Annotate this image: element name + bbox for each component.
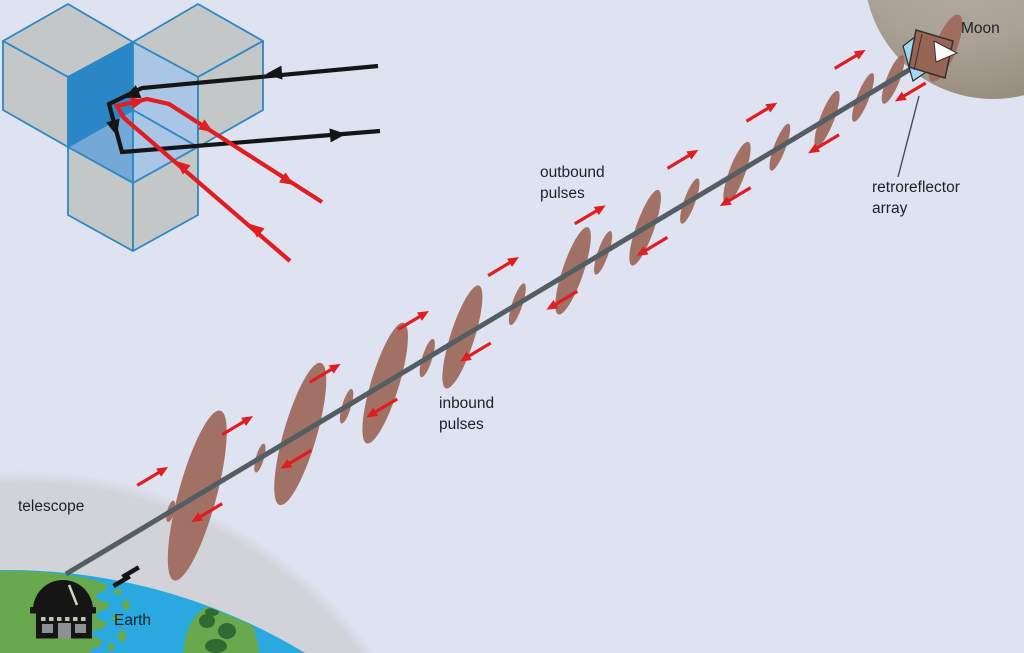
inbound-arrow-shaft bbox=[467, 341, 492, 358]
outbound-arrow bbox=[221, 416, 254, 437]
outbound-arrow bbox=[136, 466, 169, 487]
inbound-arrow-head bbox=[719, 196, 732, 207]
outbound-arrow-head bbox=[156, 466, 169, 477]
label-inbound-pulses: inbound pulses bbox=[439, 395, 495, 433]
forest-patch bbox=[218, 623, 236, 639]
inbound-arrow-shaft bbox=[554, 289, 579, 306]
inbound-arrow-shaft bbox=[374, 397, 399, 414]
island bbox=[113, 614, 119, 622]
inbound-arrow-shaft bbox=[815, 133, 840, 150]
island bbox=[114, 589, 122, 595]
outbound-arrow-head bbox=[507, 257, 520, 267]
inbound-arrow-shaft bbox=[902, 81, 927, 98]
outbound-arrow-shaft bbox=[573, 209, 598, 226]
outbound-arrow-head bbox=[686, 149, 699, 160]
corner-cube-bottom bbox=[67, 109, 199, 252]
building-door bbox=[58, 623, 71, 639]
label-moon: Moon bbox=[961, 20, 1000, 37]
outbound-arrow-head bbox=[417, 310, 429, 321]
telescope-shutter-tick bbox=[112, 574, 131, 589]
inbound-arrow bbox=[459, 341, 492, 362]
label-outbound-pulses: outbound pulses bbox=[540, 164, 605, 202]
outbound-arrow-shaft bbox=[745, 106, 770, 123]
reflector-prism-face bbox=[933, 40, 959, 63]
inbound-arrow bbox=[808, 133, 840, 154]
outbound-arrow-shaft bbox=[397, 314, 422, 331]
dome-base bbox=[30, 607, 96, 614]
inbound-arrow bbox=[636, 236, 669, 256]
black-light-ray bbox=[106, 63, 381, 155]
direction-arrows bbox=[136, 49, 927, 523]
outbound-arrow bbox=[308, 363, 341, 384]
laser-beam-line bbox=[64, 58, 926, 577]
island bbox=[108, 643, 114, 651]
outbound-arrow-shaft bbox=[221, 419, 246, 437]
label-telescope: telescope bbox=[18, 498, 85, 515]
outbound-arrow-shaft bbox=[136, 470, 161, 487]
corner-cube-inset bbox=[2, 3, 381, 263]
outbound-arrow bbox=[745, 102, 778, 123]
dome-slit bbox=[67, 584, 79, 606]
building-window bbox=[42, 624, 53, 633]
inbound-arrow-head bbox=[636, 246, 649, 256]
inbound-arrow-shaft bbox=[199, 502, 223, 519]
reflector-edge bbox=[913, 33, 923, 71]
outbound-arrow-shaft bbox=[487, 260, 512, 277]
outbound-arrow bbox=[397, 310, 429, 331]
corner-cube-right bbox=[132, 3, 264, 148]
retroreflector-array bbox=[897, 29, 959, 178]
inbound-arrow-head bbox=[459, 351, 472, 362]
outbound-arrow-head bbox=[241, 416, 254, 426]
outbound-arrow bbox=[573, 205, 606, 226]
pulse-ellipses bbox=[166, 14, 963, 581]
building-vents bbox=[41, 617, 86, 621]
telescope-shutter-tick bbox=[121, 565, 140, 580]
outbound-arrow-shaft bbox=[308, 367, 333, 384]
island bbox=[122, 600, 130, 610]
forest-patch bbox=[205, 639, 227, 653]
outbound-arrow-head bbox=[853, 49, 866, 60]
outbound-arrow bbox=[487, 257, 520, 277]
island bbox=[118, 630, 126, 642]
outbound-arrow-shaft bbox=[666, 153, 691, 170]
inbound-arrow-head bbox=[546, 299, 559, 310]
outbound-arrow-head bbox=[328, 363, 341, 374]
inbound-arrow-head bbox=[280, 458, 293, 469]
inbound-arrow-shaft bbox=[644, 236, 669, 253]
inbound-arrow-head bbox=[366, 407, 379, 418]
inbound-arrow-shaft bbox=[727, 186, 752, 203]
inbound-arrow-head bbox=[808, 143, 821, 154]
inbound-arrow bbox=[191, 502, 223, 523]
observatory-dome bbox=[33, 580, 93, 610]
retroreflector-leader-line bbox=[897, 95, 920, 178]
inbound-arrow bbox=[546, 289, 579, 310]
inbound-arrow-shaft bbox=[288, 448, 313, 465]
outbound-arrow bbox=[833, 49, 866, 70]
inbound-arrow bbox=[894, 81, 927, 102]
outbound-arrow-shaft bbox=[833, 53, 858, 70]
label-earth: Earth bbox=[114, 612, 152, 629]
outbound-arrow-head bbox=[593, 205, 606, 216]
inbound-arrow-head bbox=[191, 512, 204, 523]
telescope-observatory-icon bbox=[30, 565, 140, 639]
forest-patch bbox=[199, 614, 215, 628]
label-retroreflector-array: retroreflector array bbox=[872, 179, 960, 217]
outbound-arrow-head bbox=[765, 102, 778, 113]
inbound-arrow bbox=[719, 186, 752, 207]
inbound-arrow bbox=[280, 448, 313, 469]
forest-patch bbox=[205, 608, 219, 616]
building-window bbox=[75, 624, 86, 633]
inbound-arrow bbox=[366, 397, 399, 418]
inbound-arrow-head bbox=[894, 91, 907, 102]
outbound-arrow bbox=[666, 149, 699, 170]
